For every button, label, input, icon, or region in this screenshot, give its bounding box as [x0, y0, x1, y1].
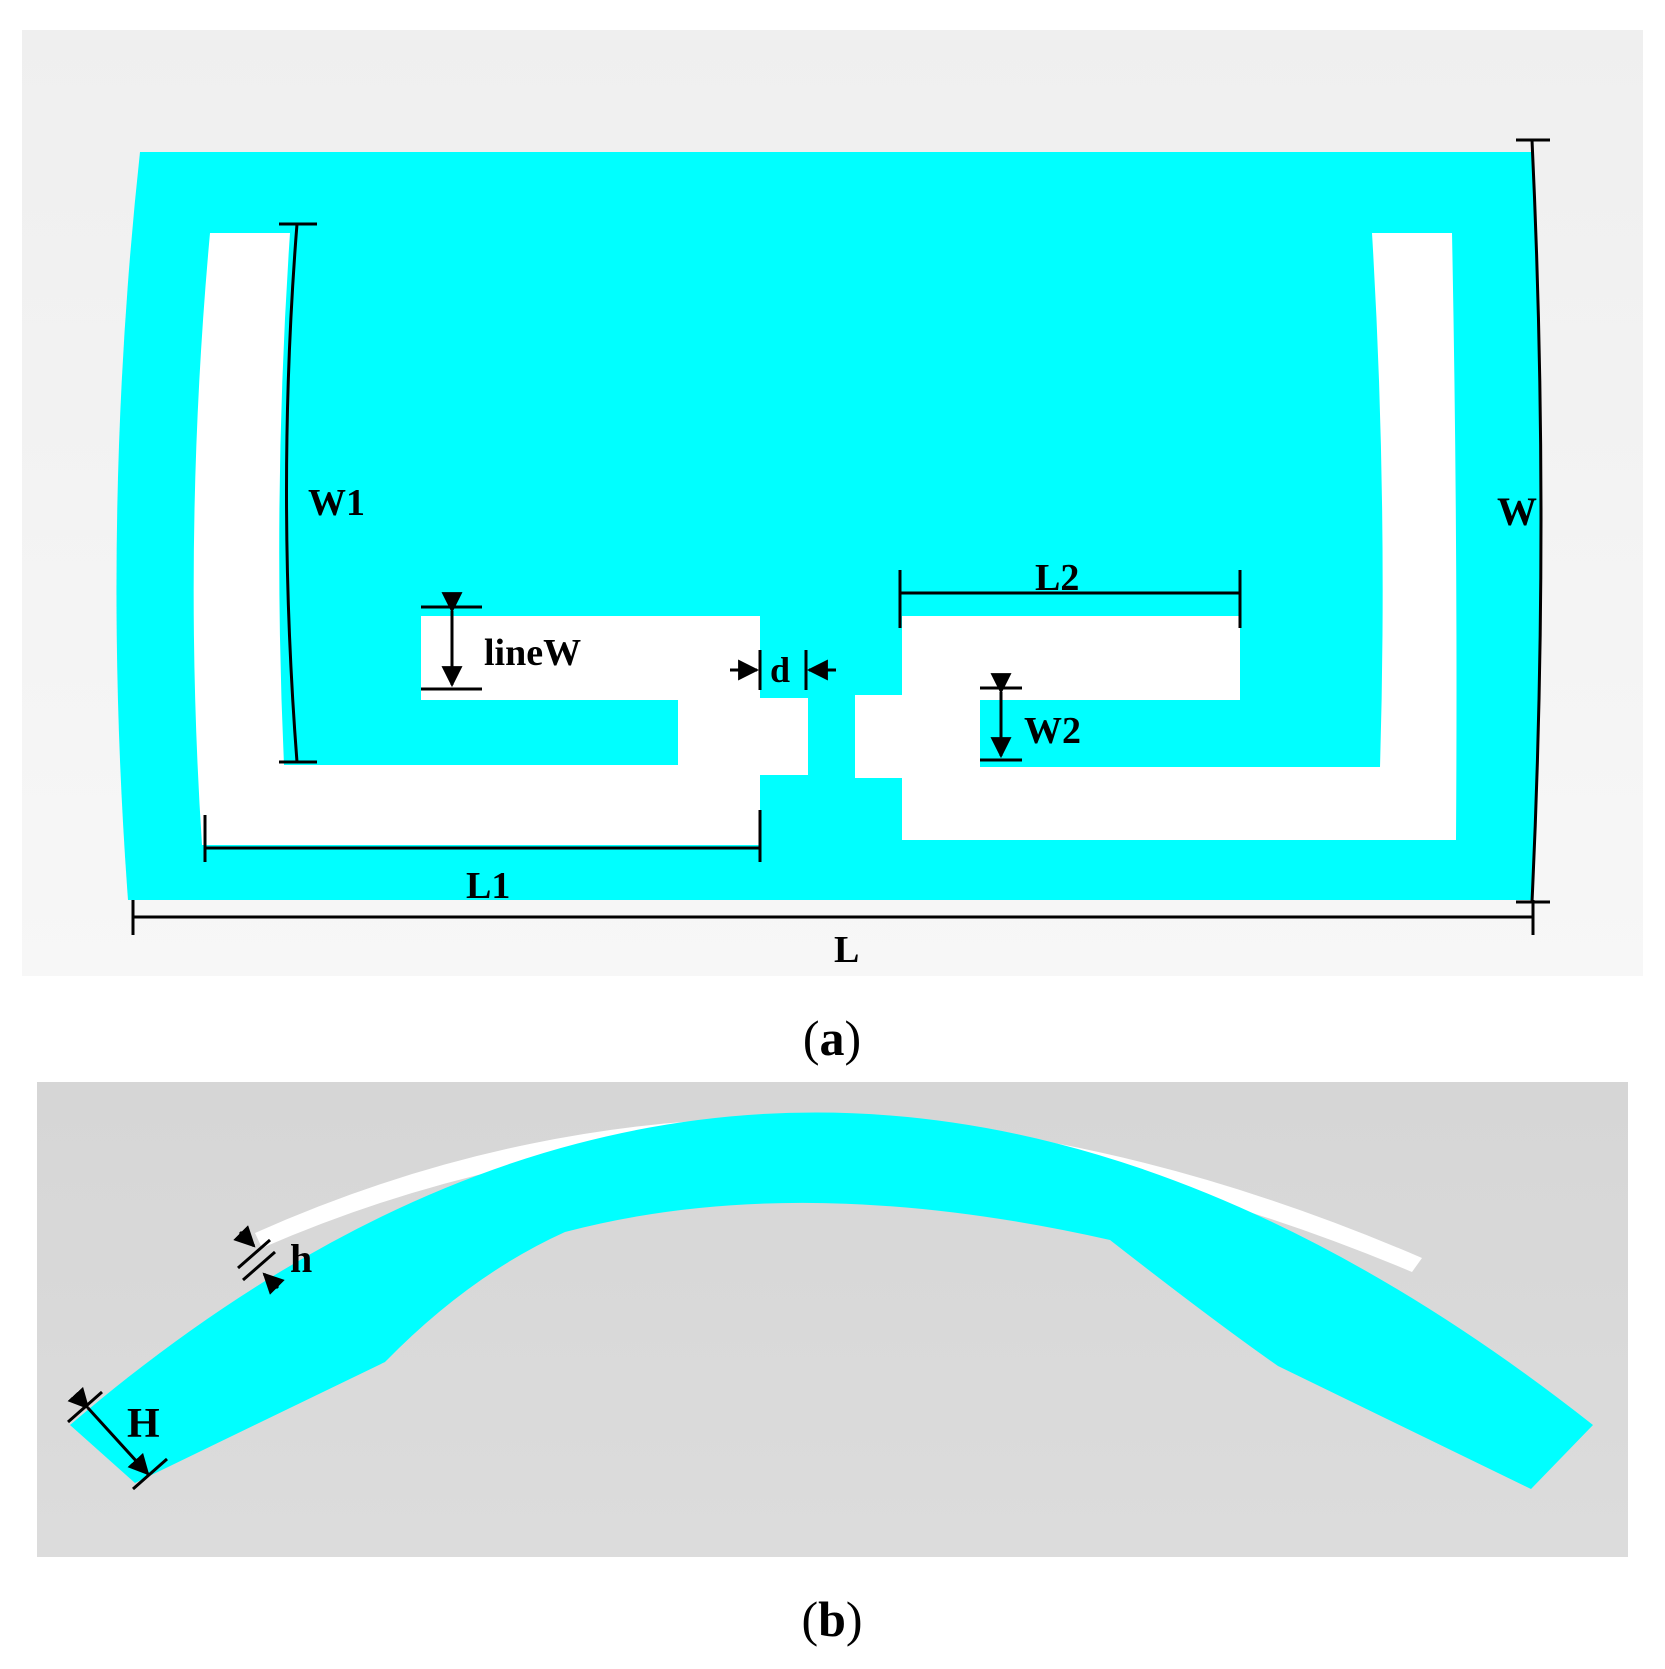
label-l1: L1: [466, 865, 510, 907]
panel-a: W1 W L2 lineW d W2 L1 L: [22, 30, 1643, 976]
dim-h-big-line: [67, 1386, 150, 1476]
left-l-slot: [193, 233, 808, 845]
dim-h-big-tick-bottom: [132, 1457, 168, 1491]
left-feed-notch: [760, 690, 808, 698]
dim-h-arrow-top: [233, 1225, 256, 1248]
dim-h-tick-outer: [237, 1238, 271, 1270]
label-w1: W1: [308, 482, 365, 524]
caption-a: (a): [803, 1010, 861, 1066]
dim-h-tick-inner: [242, 1250, 276, 1282]
dimension-lines-a: [131, 138, 1550, 935]
caption-b: (b): [801, 1591, 862, 1647]
label-l2: L2: [1035, 557, 1079, 599]
label-w: W: [1497, 489, 1537, 534]
label-w2: W2: [1024, 710, 1081, 752]
dim-w1-line: [285, 223, 299, 763]
label-linew: lineW: [484, 632, 581, 674]
label-d: d: [770, 650, 790, 690]
label-l: L: [834, 929, 859, 971]
label-h-big: H: [127, 1401, 160, 1447]
panel-b: h H: [37, 1082, 1628, 1557]
label-h-small: h: [290, 1236, 312, 1281]
substrate-top-view: [116, 152, 1541, 900]
dim-w-line: [1530, 139, 1543, 903]
substrate-side-view: [70, 1112, 1593, 1489]
dimension-lines-b: [67, 1225, 285, 1491]
dim-h-arrow-bottom: [262, 1272, 285, 1295]
